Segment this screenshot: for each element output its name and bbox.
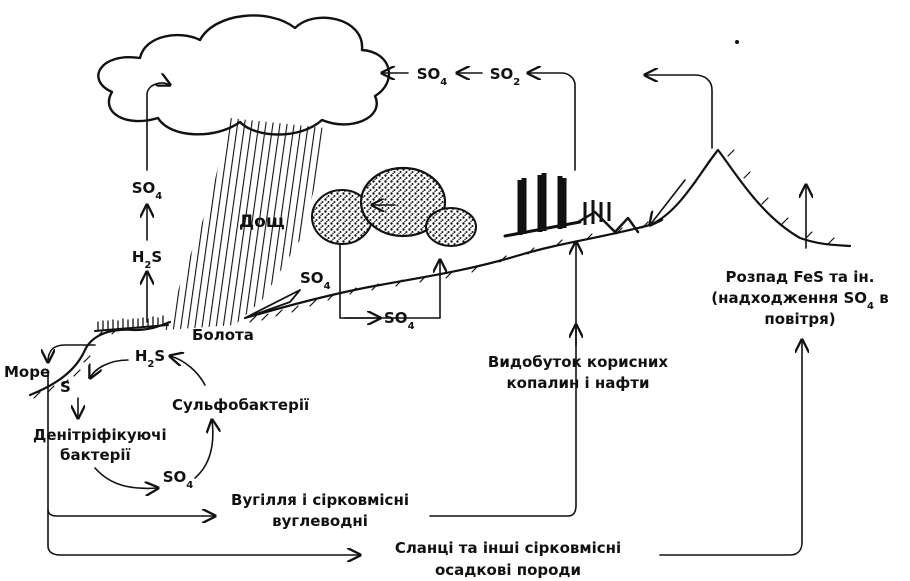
tree-icon — [312, 168, 476, 246]
shale-label-1: Сланці та інші сірковмісні — [395, 539, 621, 557]
sea-label: Море — [4, 363, 50, 381]
cloud-icon — [98, 16, 389, 135]
coal-label-2: вуглеводні — [272, 512, 368, 530]
mining-label-2: копалин і нафти — [507, 374, 650, 392]
rain-label: Дощ — [239, 212, 285, 232]
arrow-marsh-sea — [48, 345, 95, 362]
sulfobacteria-label: Сульфобактерії — [172, 396, 309, 414]
arrow-soil-loop — [340, 245, 440, 318]
stray-dot — [735, 40, 739, 44]
cycle-arrow-denit-so4 — [95, 468, 158, 488]
so4-soil-label: SO4 — [384, 309, 415, 332]
cycle-so4-label: SO4 — [163, 468, 194, 491]
cycle-arrow-so4-sulfo — [195, 420, 213, 478]
arrow-mountain-air — [645, 75, 712, 148]
arrow-factory-so2 — [528, 73, 575, 170]
cycle-h2s-label: H2S — [135, 347, 165, 370]
so4-up-label: SO4 — [132, 179, 163, 202]
decay-label-3: повітря) — [764, 310, 835, 328]
arrow-to-coal — [48, 372, 215, 516]
cycle-s-label: S — [60, 378, 71, 396]
mining-label-1: Видобуток корисних — [488, 353, 669, 371]
arrow-shale-decay — [660, 340, 802, 555]
so4-mid-label: SO4 — [300, 269, 331, 292]
decay-label-1: Розпад FeS та ін. — [726, 268, 875, 286]
so2-top-label: SO2 — [490, 65, 521, 88]
decay-label-2: (надходження SO4 в — [711, 289, 888, 312]
cycle-arrow-sulfo-h2s — [170, 356, 205, 385]
coal-label-1: Вугілля і сірковмісні — [231, 491, 409, 509]
factory-icon — [505, 173, 638, 236]
denitrifying-label-1: Денітріфікуючі — [33, 426, 167, 444]
h2s-up-label: H2S — [132, 248, 162, 271]
cycle-arrow-h2s-s — [90, 360, 128, 378]
shale-label-2: осадкові породи — [435, 561, 581, 579]
denitrifying-label-2: бактерії — [60, 446, 131, 464]
so4-top-label: SO4 — [417, 65, 448, 88]
marsh-label: Болота — [192, 326, 254, 344]
